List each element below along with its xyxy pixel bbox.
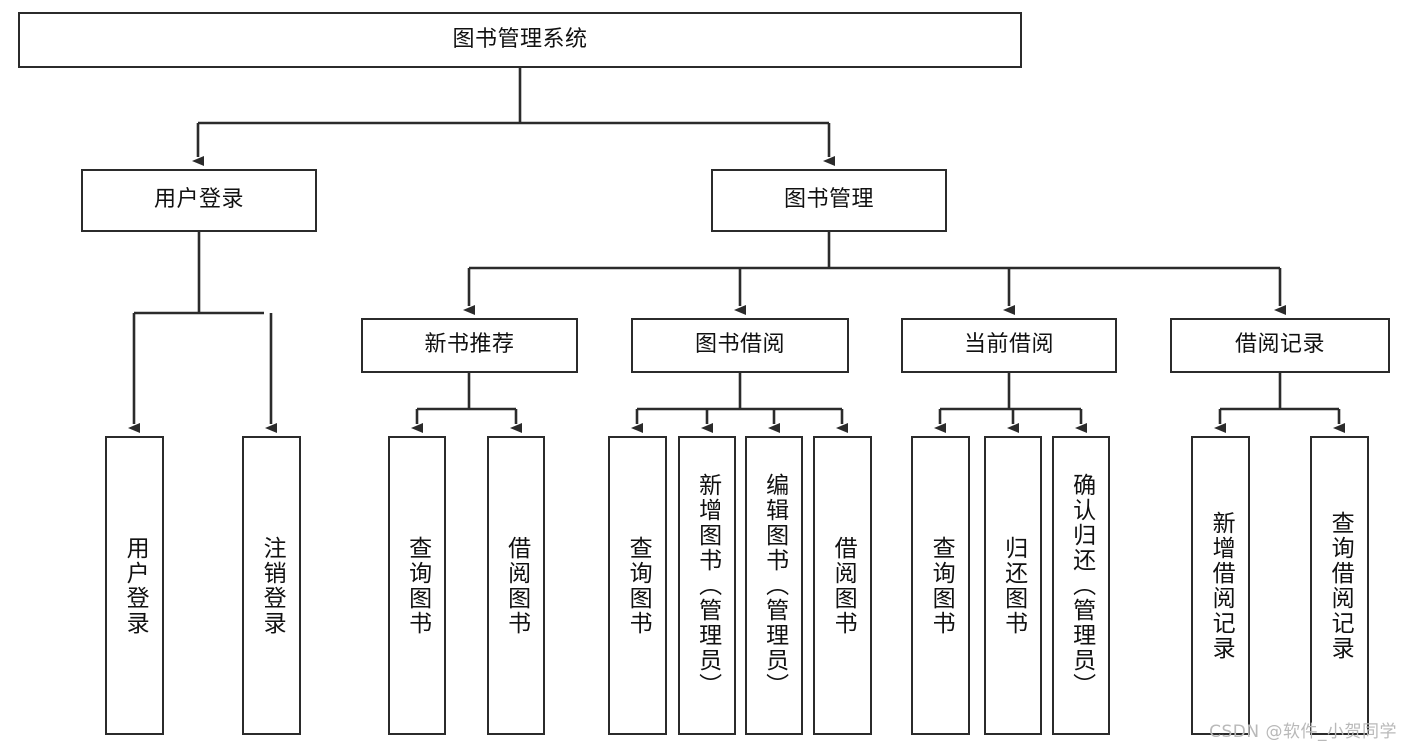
node-book-borrow[interactable]: 图书借阅 — [631, 318, 849, 373]
leaf-node[interactable]: 借阅图书 — [813, 436, 872, 735]
node-label: 图书管理 — [783, 187, 874, 213]
node-user-login[interactable]: 用户登录 — [81, 169, 317, 232]
leaf-node[interactable]: 借阅图书 — [487, 436, 545, 735]
node-current-borrow[interactable]: 当前借阅 — [901, 318, 1117, 373]
node-label: 查询图书 — [928, 535, 955, 636]
leaf-node[interactable]: 查询借阅记录 — [1310, 436, 1369, 735]
leaf-node[interactable]: 编辑图书（管理员） — [745, 436, 803, 735]
node-label: 编辑图书（管理员） — [761, 473, 788, 698]
node-label: 查询图书 — [404, 535, 431, 636]
node-label: 确认归还（管理员） — [1068, 473, 1095, 698]
node-label: 查询借阅记录 — [1327, 510, 1354, 661]
node-label: 借阅图书 — [503, 535, 530, 636]
node-label: 借阅图书 — [830, 535, 857, 636]
leaf-node[interactable]: 确认归还（管理员） — [1052, 436, 1110, 735]
node-label: 当前借阅 — [963, 332, 1054, 358]
node-label: 用户登录 — [122, 535, 149, 636]
leaf-node[interactable]: 查询图书 — [388, 436, 446, 735]
node-label: 新书推荐 — [424, 332, 515, 358]
leaf-node[interactable]: 用户登录 — [105, 436, 164, 735]
leaf-node[interactable]: 新增借阅记录 — [1191, 436, 1250, 735]
leaf-node[interactable]: 新增图书（管理员） — [678, 436, 736, 735]
node-label: 新增借阅记录 — [1208, 510, 1235, 661]
node-label: 新增图书（管理员） — [694, 473, 721, 698]
node-label: 查询图书 — [625, 535, 652, 636]
leaf-node[interactable]: 注销登录 — [242, 436, 301, 735]
node-new-book-recommend[interactable]: 新书推荐 — [361, 318, 578, 373]
node-book-management[interactable]: 图书管理 — [711, 169, 947, 232]
node-root[interactable]: 图书管理系统 — [18, 12, 1022, 68]
node-borrow-record[interactable]: 借阅记录 — [1170, 318, 1390, 373]
leaf-node[interactable]: 查询图书 — [911, 436, 970, 735]
node-label: 借阅记录 — [1234, 332, 1325, 358]
leaf-node[interactable]: 归还图书 — [984, 436, 1042, 735]
node-label: 归还图书 — [1000, 535, 1027, 636]
node-label: 注销登录 — [259, 535, 286, 636]
node-label: 图书管理系统 — [452, 26, 588, 52]
node-label: 用户登录 — [153, 187, 244, 213]
node-label: 图书借阅 — [694, 332, 785, 358]
leaf-node[interactable]: 查询图书 — [608, 436, 667, 735]
